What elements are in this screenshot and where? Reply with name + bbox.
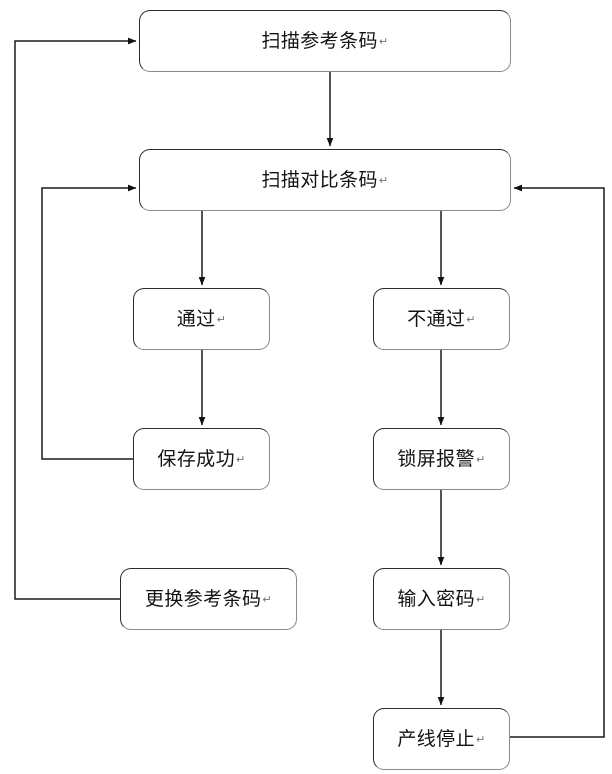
node-label: 锁屏报警↵ (397, 447, 486, 470)
node-label: 不通过↵ (407, 307, 476, 330)
node-label: 扫描参考条码↵ (261, 29, 389, 52)
node-label: 通过↵ (176, 307, 227, 330)
paragraph-mark-icon: ↵ (262, 592, 273, 606)
node-lock-screen-alarm[interactable]: 锁屏报警↵ (373, 428, 510, 490)
node-scan-reference-barcode[interactable]: 扫描参考条码↵ (139, 10, 511, 72)
node-replace-reference-barcode[interactable]: 更换参考条码↵ (120, 568, 297, 630)
node-scan-compare-barcode[interactable]: 扫描对比条码↵ (139, 149, 511, 211)
paragraph-mark-icon: ↵ (475, 732, 486, 746)
edge-save-success-to-scan-compare (41, 184, 137, 460)
paragraph-mark-icon: ↵ (466, 312, 476, 326)
node-enter-password[interactable]: 输入密码↵ (373, 568, 510, 630)
node-label: 输入密码↵ (397, 587, 486, 610)
edge-replace-reference-to-scan-reference (14, 37, 137, 600)
node-label: 扫描对比条码↵ (261, 168, 389, 191)
node-label: 更换参考条码↵ (144, 587, 273, 610)
paragraph-mark-icon: ↵ (475, 592, 486, 606)
node-label: 保存成功↵ (157, 447, 246, 470)
paragraph-mark-icon: ↵ (235, 452, 246, 466)
paragraph-mark-icon: ↵ (378, 34, 389, 48)
paragraph-mark-icon: ↵ (475, 452, 486, 466)
edge-production-line-stop-to-scan-compare (510, 184, 605, 738)
node-pass[interactable]: 通过↵ (133, 288, 270, 350)
paragraph-mark-icon: ↵ (378, 173, 389, 187)
node-production-line-stop[interactable]: 产线停止↵ (373, 708, 510, 770)
node-label: 产线停止↵ (397, 727, 486, 750)
paragraph-mark-icon: ↵ (216, 312, 227, 326)
node-fail[interactable]: 不通过↵ (373, 288, 510, 350)
node-save-success[interactable]: 保存成功↵ (133, 428, 270, 490)
